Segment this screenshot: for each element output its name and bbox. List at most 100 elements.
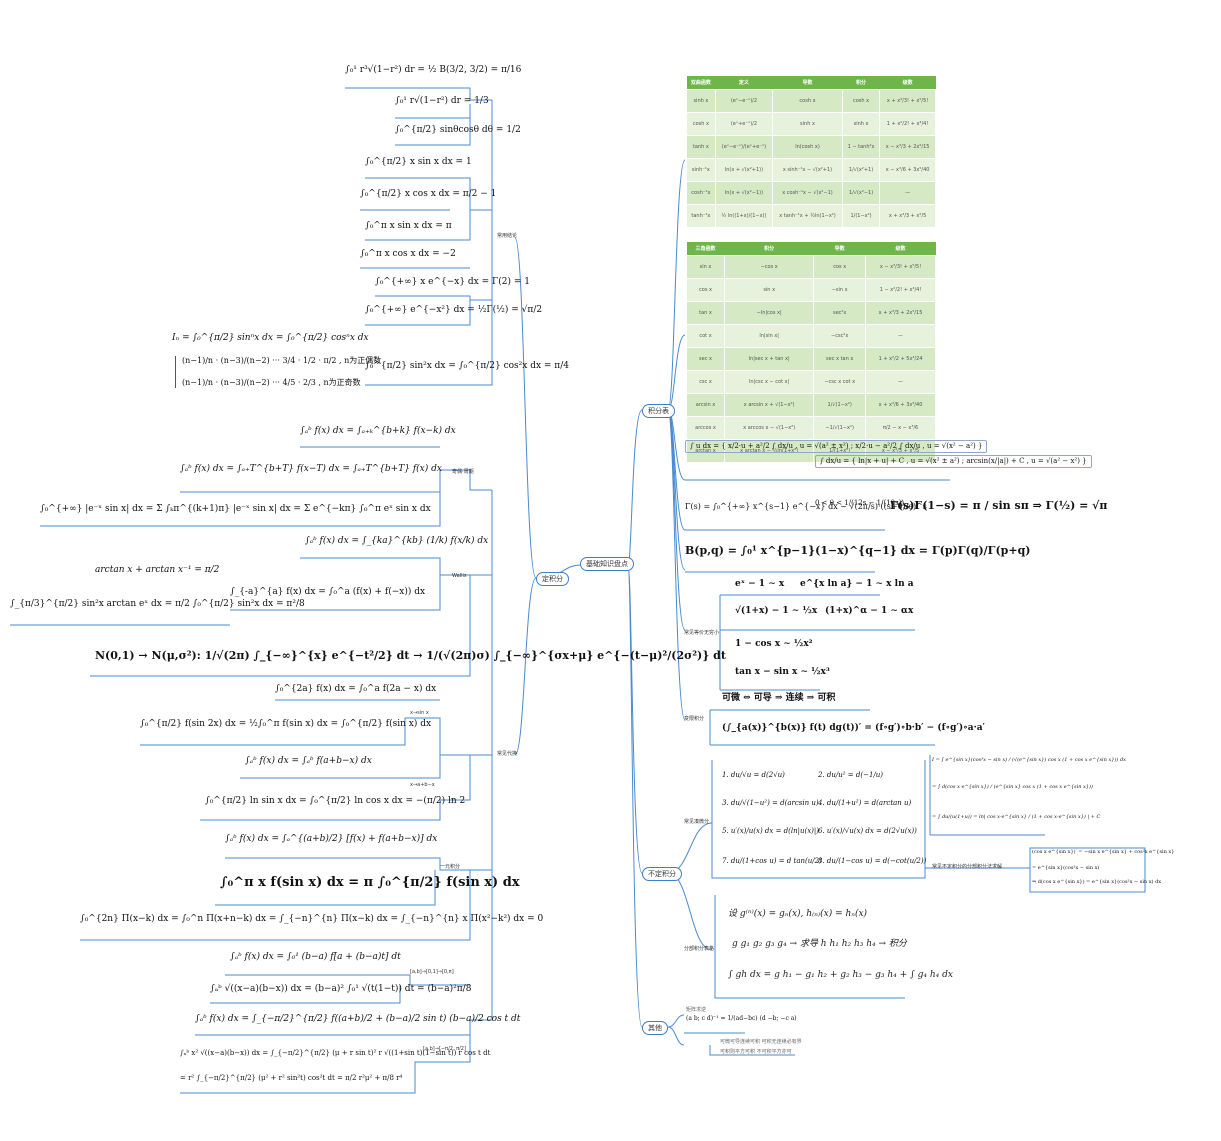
formula-sin-cos: ∫₀^{π/2} sinθcosθ dθ = 1/2 [395,125,521,135]
table-cell: tan x [685,301,726,325]
table-header: 级数 [879,76,936,90]
formula-gamma-theta: 0 < θ < 1/(12s − 1/(10s)) [815,499,905,507]
parts-line2: g g₁ g₂ g₃ g₄ → 求导 h h₁ h₂ h₃ h₄ → 积分 [732,939,907,949]
formula-even-odd: ∫_{-a}^{a} f(x) dx = ∫₀^a (f(x) + f(−x))… [230,587,426,597]
branch-integral-table[interactable]: 积分表 [642,404,675,418]
table-cell: x + x³/6 + 3x⁵/40 [865,393,936,417]
formula-gamma-def: Γ(s) = ∫₀^{+∞} x^{s−1} e^{−x} dx ∼ √(2π/… [685,502,927,511]
formula-xsin-half: ∫₀^{π/2} x sin x dx = 1 [365,157,472,167]
formula-arctan-sum: arctan x + arctan x⁻¹ = π/2 [95,565,220,575]
formula-xsin-pi: ∫₀^π x sin x dx = π [365,221,452,231]
table-cell: x − x³/3 + 2x⁵/15 [879,135,936,159]
formula-x2-sqrt: ∫ₐᵇ x² √((x−a)(b−x)) dx = ∫_{−π/2}^{π/2}… [180,1049,491,1057]
table-cell: sin x [724,278,815,302]
branch-indefinite[interactable]: 不定积分 [642,867,682,881]
table-header: 三角函数 [686,242,725,256]
branch-definite-integral[interactable]: 定积分 [536,572,569,586]
diff-7: 7. du/(1+cos u) = d tan(u/2) [722,857,822,865]
table-cell: sinh x [772,112,843,136]
table-cell: (eˣ+e⁻ˣ)/2 [714,112,774,136]
formula-abs-exp-sin: ∫₀^{+∞} |e⁻ˣ sin x| dx = Σ ∫ₖπ^{(k+1)π} … [40,504,431,514]
diff-8: 8. du/(1−cos u) = d(−cot(u/2)) [818,857,927,865]
table-cell: (eˣ−e⁻ˣ)/(eˣ+e⁻ˣ) [714,135,774,159]
table-cell: 1/√(1−x²) [813,393,867,417]
table-cell: −csc x cot x [813,370,867,394]
table-cell: x cosh⁻¹x − √(x²−1) [772,181,843,205]
table-cell: 1 − x²/2! + x⁴/4! [865,278,936,302]
table-cell: sin x [685,255,726,279]
formula-arctan-exp: ∫_{π/3}^{π/2} sin²x arctan eˣ dx = π/2 ∫… [10,599,305,609]
formula-2a: ∫₀^{2a} f(x) dx = ∫₀^a f(2a − x) dx [275,684,437,694]
label-sym: [a,b]→[−π/2, π/2] [423,1046,466,1052]
equiv-tan-sin: tan x − sin x ∼ ½x³ [735,667,830,677]
formula-sin2x: ∫₀^{π/2} f(sin 2x) dx = ½∫₀^π f(sin x) d… [140,719,432,729]
example-side2: = e^{sin x}(cos²x − sin x) [1032,865,1100,871]
table-cell: ln(cosh x) [772,135,843,159]
label-var-limit: 变限积分 [684,716,705,722]
equiv-exp-ln: e^{x ln a} − 1 ∼ x ln a [800,579,914,589]
formula-ln-sin: ∫₀^{π/2} ln sin x dx = ∫₀^{π/2} ln cos x… [205,796,466,806]
formula-xcos-half: ∫₀^{π/2} x cos x dx = π/2 − 1 [360,189,497,199]
table-cell: — [865,370,936,394]
formula-reflect: ∫ₐᵇ f(x) dx = ∫ₐᵇ f(a+b−x) dx [245,756,372,766]
label-misc: 常见不定积分的分部积分法求解 [932,864,1003,870]
formula-x2-result: = r² ∫_{−π/2}^{π/2} (μ² + r² sin²t) cos²… [180,1074,403,1082]
example-side3: ⇒ d(cos x e^{sin x}) = e^{sin x}(cos²x −… [1032,879,1162,885]
parts-line1: 设 g⁽ⁿ⁾(x) = gₙ(x), h₍ₙ₎(x) = hₙ(x) [728,909,868,919]
formula-int-u: ∫ u dx = { x/2·u + a²/2 ∫ dx/u , u = √(a… [685,440,988,454]
table-cell: −csc²x [813,324,867,348]
table-cell: x − x³/3! + x⁵/5! [865,255,936,279]
example-side1: (cos x e^{sin x})′ = −sin x e^{sin x} + … [1032,849,1175,855]
diff-5: 5. u′(x)/u(x) dx = d(ln|u(x)|) [722,827,819,835]
other-matrix: (a b; c d)⁻¹ = 1/(ad−bc) (d −b; −c a) [686,1015,797,1022]
formula-scale-k: ∫ₐᵇ f(x) dx = ∫_{ka}^{kb} (1/k) f(x/k) d… [305,536,489,546]
branch-others[interactable]: 其他 [642,1021,668,1035]
table-cell: ln(x + √(x²+1)) [714,158,774,182]
table-cell: x sinh⁻¹x − √(x²+1) [772,158,843,182]
formula-chain: 可微 ⇔ 可导 ⇒ 连续 ⇒ 可积 [722,693,836,703]
table-cell: csc x [685,370,726,394]
table-cell: x + x³/3 + 2x⁵/15 [865,301,936,325]
table-cell: 1/√(x²−1) [841,181,881,205]
table-cell: ln|sin x| [724,324,815,348]
table-cell: x arccos x − √(1−x²) [724,416,815,440]
example-I3: = ∫ du/(u(1+u)) = ln| cos x·e^{sin x} / … [932,814,1101,820]
label-substitution: 常见代换 [497,751,518,757]
label-wallis: Wallis [452,573,467,579]
table-cell: x + x³/3 + x⁵/5 [879,204,936,228]
wallis-even: (n−1)/n · (n−3)/(n−2) ··· 3/4 · 1/2 · π/… [182,356,382,365]
label-x-sin: x→sin x [410,710,429,716]
formula-gamma2: ∫₀^{+∞} x e^{−x} dx = Γ(2) = 1 [375,277,531,287]
diff-6: 6. u′(x)/√u(x) dx = d(2√u(x)) [818,827,917,835]
equiv-power: (1+x)^α − 1 ∼ αx [825,606,914,616]
example-I1: I = ∫ e^{sin x}(cos³x − sin x) / (√(e^{s… [932,757,1126,763]
table-header: 定义 [715,76,773,90]
table-header: 积分 [842,76,880,90]
table-cell: −1/√(1−x²) [813,416,867,440]
label-by-parts: 分部积分表格 [684,946,715,952]
label-common-results: 常用结论 [497,233,518,239]
formula-gauss: ∫₀^{+∞} e^{−x²} dx = ½Γ(½) = √π/2 [365,305,543,315]
other-note2: 可积则平方可积 不可积平方亦可 [720,1049,792,1055]
table-cell: 1 − tanh²x [841,135,881,159]
table-cell: — [879,181,936,205]
root-node[interactable]: 基础知识盘点 [580,557,634,571]
table-cell: x arcsin x + √(1−x²) [724,393,815,417]
label-x-ab: x→a+b−x [410,782,435,788]
formula-beta-r3: ∫₀¹ r³√(1−r²) dr = ½ B(3/2, 3/2) = π/16 [345,65,522,75]
equiv-sqrt: √(1+x) − 1 ∼ ½x [735,606,818,616]
diff-2: 2. du/u² = d(−1/u) [818,771,884,779]
table-header: 导数 [772,76,843,90]
table-cell: sinh x [841,112,881,136]
table-cell: — [865,324,936,348]
